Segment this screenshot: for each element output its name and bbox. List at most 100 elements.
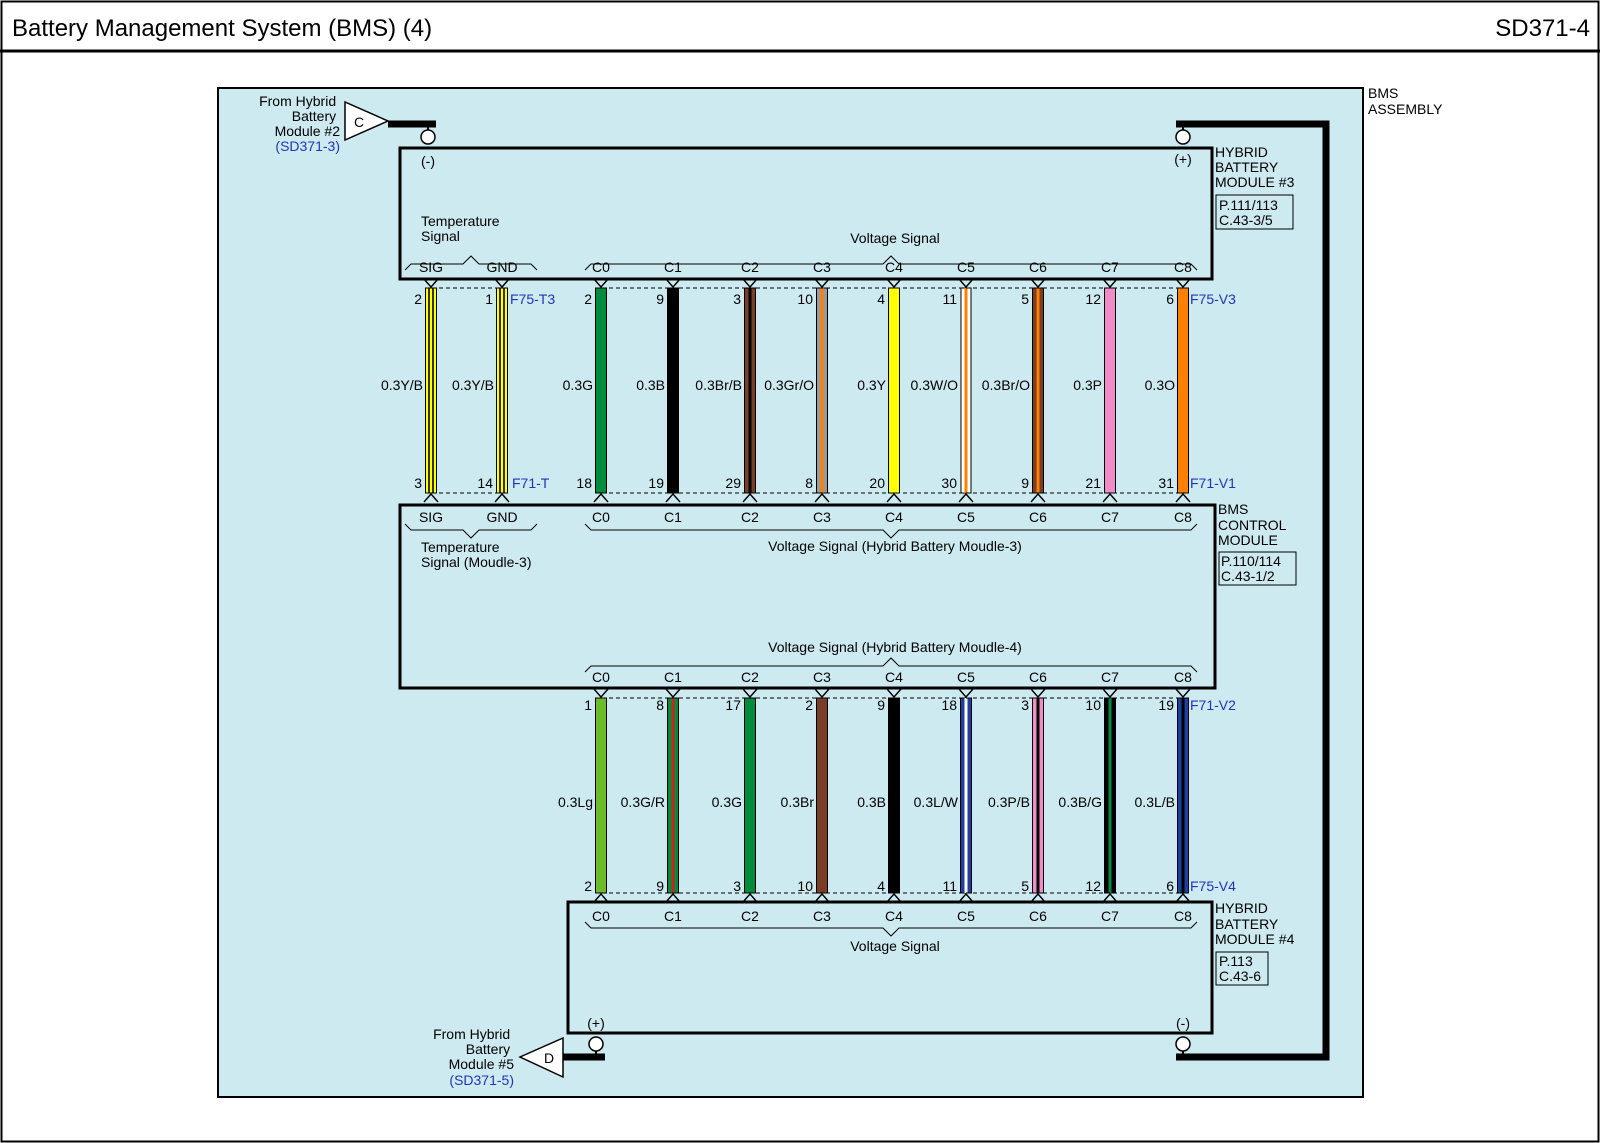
wire-spec-lower-c2: 0.3G [712,794,742,810]
module4-pin-arrow-c6 [1030,892,1046,903]
upper-top-pin-number-c7: 12 [1085,291,1101,307]
wire-lower-c1 [667,697,679,894]
module3-pin-gnd: GND [486,259,517,275]
module4-pin-arrow-c5 [958,892,974,903]
upper-top-pin-number-c5: 11 [942,291,957,307]
connector-f71-v1: F71-V1 [1190,475,1236,491]
hybrid-battery-module-4 [566,900,1214,1035]
wire-lower-c8 [1177,697,1189,894]
bms-voltage-lower-bracket [584,657,1198,673]
lower-bottom-pin-number-c4: 4 [877,878,885,894]
module3-negative-terminal-post [420,129,436,145]
bms-voltage-upper-bracket [584,523,1198,539]
wire-lower-c3 [816,697,828,894]
wire-upper-c4-body [888,287,900,494]
bms-upper-pin-arrow-c6 [1030,492,1046,503]
bms-lower-pin-arrow-c1 [665,688,681,699]
lower-top-pin-number-c6: 3 [1021,697,1029,713]
bms-ref-box [1218,551,1297,586]
from-module-2-ref-link[interactable]: (SD371-3) [275,138,340,154]
lower-top-pin-number-c4: 9 [877,697,885,713]
lower-bottom-pin-number-c6: 5 [1021,878,1029,894]
module3-pin-arrow-gnd [494,278,510,289]
bms-lower-pin-c0: C0 [592,669,610,685]
bms-upper-pin-arrow-c5 [958,492,974,503]
off-page-connector-c-letter: C [354,114,364,130]
wire-spec-upper-c4: 0.3Y [857,377,886,393]
wire-upper-c3 [816,287,828,494]
module4-pin-arrow-c3 [814,892,830,903]
bms-ref: P.110/114 C.43-1/2 [1221,553,1285,584]
module3-pin-arrow-c4 [886,278,902,289]
bms-lower-pin-c3: C3 [813,669,831,685]
module4-pin-c6: C6 [1029,908,1047,924]
wire-spec-upper-sig: 0.3Y/B [381,377,423,393]
bms-upper-pin-c3: C3 [813,509,831,525]
module3-pin-c5: C5 [957,259,975,275]
lower-bottom-pin-number-c8: 6 [1166,878,1174,894]
upper-bottom-pin-number-c1: 19 [648,475,664,491]
wire-spec-lower-c7: 0.3B/G [1058,794,1102,810]
upper-bottom-pin-number-gnd: 14 [477,475,493,491]
wire-upper-c0-body [595,287,607,494]
from-module-2-label: From Hybrid Battery Module #2 [259,93,340,139]
bms-upper-pin-arrow-sig [423,492,439,503]
module3-negative-terminal: (-) [421,153,435,169]
wire-upper-c7 [1104,287,1116,494]
wire-spec-upper-gnd: 0.3Y/B [452,377,494,393]
page-title: Battery Management System (BMS) (4) [12,15,432,42]
bms-upper-pin-c1: C1 [664,509,682,525]
wire-upper-gnd-body [496,287,508,494]
module4-pin-c0: C0 [592,908,610,924]
module3-to-module4-bus [1176,120,1330,1061]
upper-bottom-pin-number-c8: 31 [1158,475,1174,491]
wire-spec-upper-c3: 0.3Gr/O [764,377,814,393]
upper-bottom-pin-number-c6: 9 [1021,475,1029,491]
wire-lower-c4 [888,697,900,894]
wire-lower-c2 [744,697,756,894]
bms-upper-pin-arrow-gnd [494,492,510,503]
module3-ref: P.111/113 C.43-3/5 [1219,197,1282,228]
upper-top-pin-number-c2: 3 [733,291,741,307]
module3-pin-arrow-sig [423,278,439,289]
wire-spec-lower-c1: 0.3G/R [621,794,665,810]
module3-pin-arrow-c1 [665,278,681,289]
module4-pin-c3: C3 [813,908,831,924]
module3-pin-c8: C8 [1174,259,1192,275]
upper-top-pin-number-sig: 2 [414,291,422,307]
wire-lower-c0-body [595,697,607,894]
bms-lower-pin-arrow-c4 [886,688,902,699]
module3-pin-c6: C6 [1029,259,1047,275]
bms-lower-pin-arrow-c2 [742,688,758,699]
bms-upper-pin-arrow-c8 [1175,492,1191,503]
bms-lower-pin-arrow-c3 [814,688,830,699]
bms-lower-pin-c2: C2 [741,669,759,685]
wire-lower-c2-body [744,697,756,894]
lower-bottom-pin-number-c2: 3 [733,878,741,894]
connector-f75-v3: F75-V3 [1190,291,1236,307]
lower-bottom-pin-number-c3: 10 [797,878,813,894]
upper-bottom-pin-number-c3: 8 [805,475,813,491]
wire-spec-upper-c5: 0.3W/O [911,377,959,393]
wire-upper-gnd [496,287,508,494]
wire-upper-c7-body [1104,287,1116,494]
wire-spec-upper-c2: 0.3Br/B [695,377,742,393]
module4-positive-terminal-post [588,1036,604,1052]
wire-upper-sig-body [425,287,437,494]
module3-pin-c7: C7 [1101,259,1119,275]
module3-temp-bracket [404,255,538,271]
module3-pin-c2: C2 [741,259,759,275]
module3-label: HYBRID BATTERY MODULE #3 [1215,144,1295,190]
module4-pin-arrow-c8 [1175,892,1191,903]
module4-pin-c1: C1 [664,908,682,924]
upper-top-pin-number-c3: 10 [797,291,813,307]
wire-spec-upper-c7: 0.3P [1073,377,1102,393]
upper-bottom-pin-number-c2: 29 [725,475,741,491]
off-page-connector-d-icon [518,1036,564,1079]
bms-upper-pin-arrow-c2 [742,492,758,503]
wire-upper-c6 [1032,287,1044,494]
from-module-5-ref-link[interactable]: (SD371-5) [449,1072,514,1088]
module4-pin-c4: C4 [885,908,903,924]
